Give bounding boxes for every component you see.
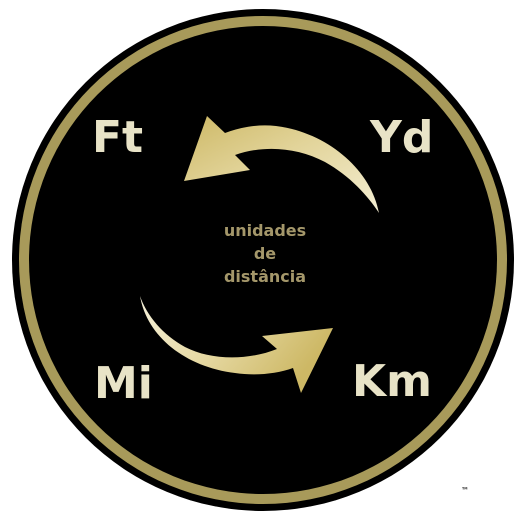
- unit-label-yd: Yd: [370, 112, 434, 163]
- black-disc: [29, 26, 497, 494]
- center-caption-line-3: distância: [223, 267, 307, 286]
- unit-label-ft: Ft: [92, 112, 144, 163]
- center-caption: unidades de distância: [195, 219, 335, 288]
- unit-label-km: Km: [352, 356, 432, 407]
- center-caption-line-2: de: [253, 244, 277, 263]
- curved-arrow-yd-to-ft-icon: [184, 116, 379, 213]
- trademark-symbol: ™: [461, 486, 469, 495]
- center-caption-line-1: unidades: [223, 221, 307, 240]
- unit-label-mi: Mi: [94, 358, 153, 409]
- curved-arrow-mi-to-km-icon: [140, 296, 333, 393]
